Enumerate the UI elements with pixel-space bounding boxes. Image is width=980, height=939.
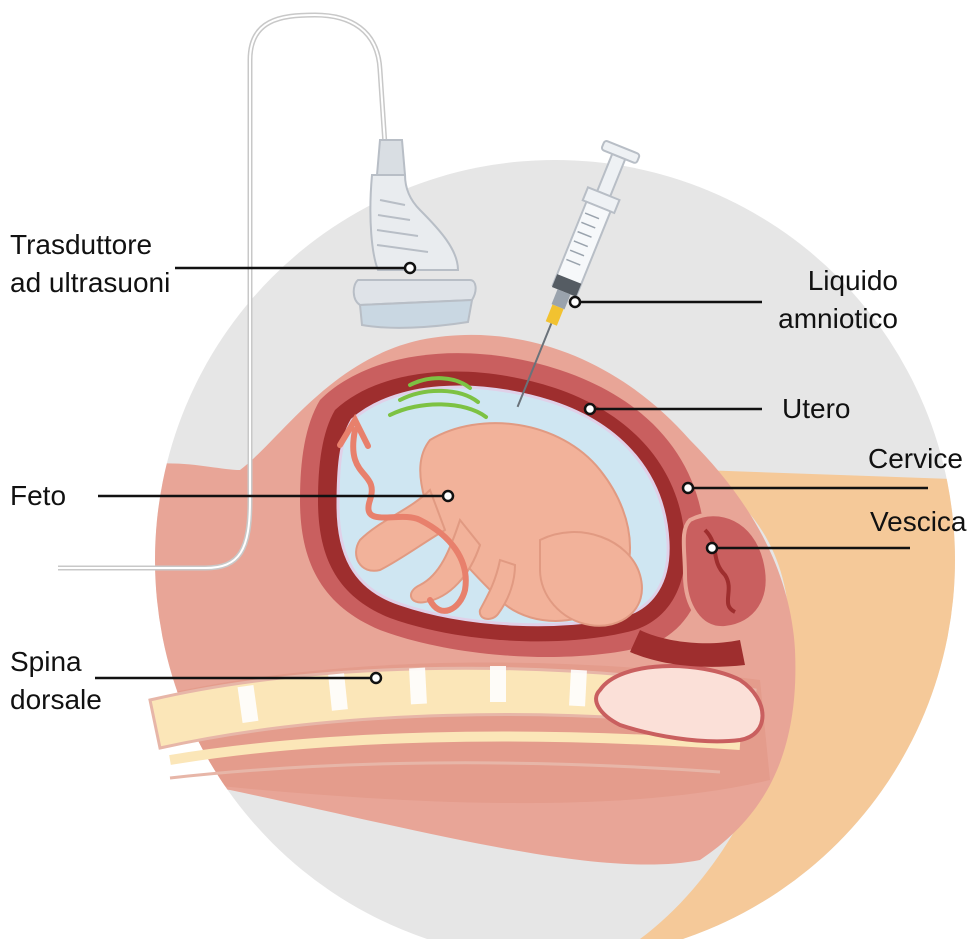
label-fetus: Feto [10,477,66,515]
label-amniotic-fluid-line1: Liquido [778,262,898,300]
label-amniotic-fluid: Liquido amniotico [778,262,898,338]
label-uterus: Utero [782,390,850,428]
label-amniotic-fluid-line2: amniotico [778,300,898,338]
label-transducer-line2: ad ultrasuoni [10,264,170,302]
label-spine: Spina dorsale [10,643,102,719]
label-cervix: Cervice [868,440,963,478]
label-transducer-line1: Trasduttore [10,226,170,264]
label-spine-line1: Spina [10,643,102,681]
label-transducer: Trasduttore ad ultrasuoni [10,226,170,302]
label-spine-line2: dorsale [10,681,102,719]
label-bladder: Vescica [870,503,967,541]
